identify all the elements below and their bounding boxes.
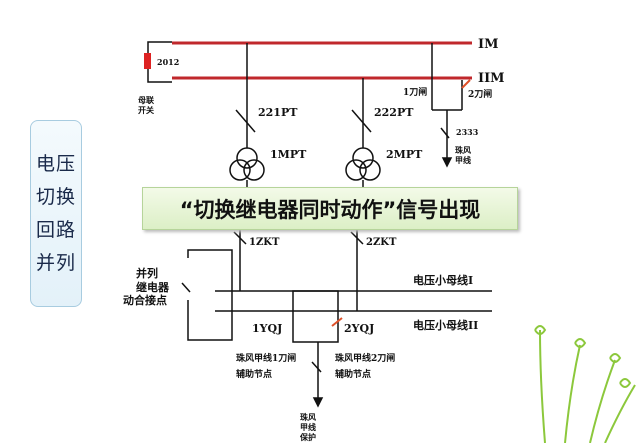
topic-panel: 电压 切换 回路 并列: [30, 120, 82, 307]
protection-label-1: 珠风: [300, 412, 316, 422]
topic-line-1: 电压: [35, 152, 76, 175]
breaker-label: 2333: [456, 127, 479, 137]
relay-label-2: 继电器: [136, 280, 170, 294]
coupler-label-1: 母联: [138, 95, 154, 105]
protection-label-3: 保护: [299, 432, 316, 442]
aux1-label-1: 珠风甲线1刀闸: [236, 352, 296, 364]
relay-label-1: 并列: [136, 266, 158, 280]
feeder-label-2: 甲线: [455, 155, 471, 165]
aux2-label-2: 辅助节点: [335, 368, 371, 380]
coupler-id: 2012: [157, 57, 179, 67]
bus-1-label: IM: [478, 37, 498, 52]
yqj2-label: 2YQJ: [344, 322, 374, 335]
aux2-label-1: 珠风甲线2刀闸: [335, 352, 395, 364]
coupler-breaker: [144, 53, 151, 69]
aux1-label-2: 辅助节点: [236, 368, 272, 380]
pt2-label: 222PT: [374, 106, 414, 119]
disc2-label: 2刀闸: [468, 88, 492, 100]
plant-decoration-icon: [534, 325, 636, 443]
zkt2-label: 2ZKT: [366, 237, 397, 248]
zkt1-label: 1ZKT: [249, 237, 280, 248]
coupler-label-2: 开关: [138, 105, 154, 115]
signal-banner: “切换继电器同时动作”信号出现: [142, 187, 518, 230]
bus-2-label: IIM: [478, 71, 505, 86]
small-bus-1-label: 电压小母线I: [413, 273, 473, 287]
small-bus-2-label: 电压小母线II: [413, 318, 478, 332]
topic-line-4: 并列: [35, 251, 76, 274]
mpt1-label: 1MPT: [270, 148, 307, 161]
mpt2-label: 2MPT: [386, 148, 423, 161]
disc1-label: 1刀闸: [403, 86, 427, 98]
protection-label-2: 甲线: [300, 422, 316, 432]
pt1-label: 221PT: [258, 106, 298, 119]
yqj1-label: 1YQJ: [252, 322, 282, 335]
topic-line-2: 切换: [35, 185, 76, 208]
topic-line-3: 回路: [35, 218, 76, 241]
relay-label-3: 动合接点: [123, 293, 167, 307]
feeder-label-1: 珠风: [455, 145, 471, 155]
